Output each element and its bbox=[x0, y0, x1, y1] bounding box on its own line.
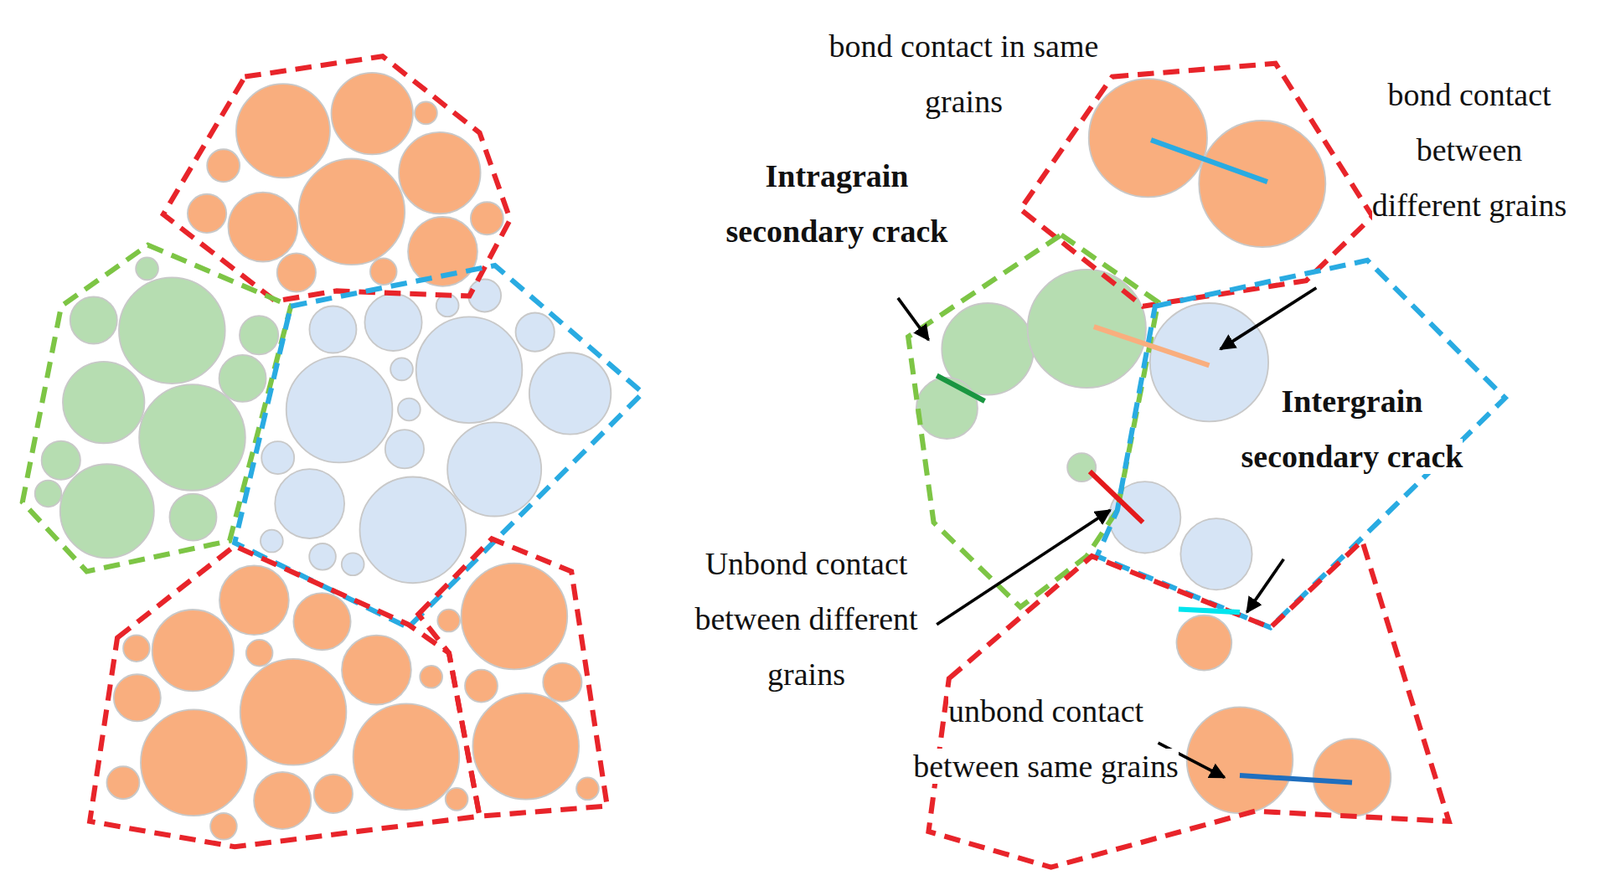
particle bbox=[35, 480, 62, 508]
particle bbox=[286, 356, 393, 464]
grain-outline bbox=[908, 234, 1158, 608]
particle bbox=[529, 352, 611, 434]
particle bbox=[314, 774, 353, 814]
particle bbox=[576, 777, 599, 800]
particle bbox=[385, 429, 424, 469]
particle bbox=[236, 83, 331, 178]
particle bbox=[1027, 269, 1146, 388]
particle bbox=[353, 703, 460, 811]
particle bbox=[364, 294, 422, 351]
particle bbox=[123, 634, 150, 662]
callout-text: Intragrain secondary crack bbox=[726, 158, 949, 249]
callout-label: bond contact between different grains bbox=[1362, 67, 1577, 233]
contact-line bbox=[1089, 471, 1143, 523]
callout-text: Unbond contact between different grains bbox=[694, 546, 918, 692]
particle bbox=[227, 192, 298, 263]
particle bbox=[1180, 518, 1252, 590]
particle bbox=[398, 132, 480, 214]
callout-text: bond contact in same grains bbox=[829, 28, 1100, 119]
particle bbox=[1198, 120, 1326, 248]
callout-label: bond contact in same grains bbox=[810, 18, 1117, 130]
callout-label: Unbond contact between different grains bbox=[653, 536, 960, 702]
particle bbox=[210, 813, 238, 841]
particle bbox=[464, 670, 498, 703]
particle bbox=[414, 101, 438, 124]
particle bbox=[293, 593, 351, 651]
particle bbox=[206, 149, 240, 182]
particle bbox=[309, 543, 336, 571]
particle bbox=[274, 469, 345, 539]
leader-arrow bbox=[936, 510, 1110, 625]
leader-arrow bbox=[1220, 288, 1317, 350]
particle bbox=[140, 709, 248, 816]
particle bbox=[416, 316, 523, 424]
grain-outline bbox=[418, 538, 607, 816]
particle bbox=[106, 766, 140, 800]
particle bbox=[113, 674, 161, 722]
contact-line bbox=[936, 376, 985, 402]
particle bbox=[516, 312, 555, 351]
particle bbox=[468, 278, 501, 312]
particle bbox=[239, 315, 279, 355]
particle bbox=[219, 565, 290, 635]
particle bbox=[62, 361, 145, 444]
particle bbox=[437, 609, 460, 633]
particle bbox=[461, 563, 568, 671]
particle bbox=[240, 659, 347, 766]
particle bbox=[139, 384, 246, 491]
callout-text: Intergrain secondary crack bbox=[1241, 383, 1464, 475]
callout-label: Intergrain secondary crack bbox=[1234, 373, 1470, 485]
particle bbox=[542, 663, 582, 702]
particle bbox=[916, 377, 978, 439]
contact-line bbox=[1150, 139, 1268, 182]
grain-outline bbox=[22, 245, 291, 573]
grain-outline bbox=[89, 546, 480, 847]
particle bbox=[60, 464, 155, 558]
particle bbox=[341, 552, 365, 576]
contact-line bbox=[1094, 326, 1210, 366]
callout-label: Intragrain secondary crack bbox=[719, 148, 955, 259]
particle bbox=[470, 201, 504, 235]
particle bbox=[370, 258, 398, 285]
particle bbox=[397, 398, 421, 422]
particle bbox=[277, 252, 316, 292]
particle bbox=[187, 194, 227, 233]
particle bbox=[360, 477, 467, 584]
particle bbox=[260, 530, 284, 553]
particle bbox=[118, 277, 226, 384]
particle bbox=[447, 422, 542, 517]
particle bbox=[135, 257, 159, 280]
particle bbox=[261, 441, 295, 475]
grain-outline bbox=[163, 56, 511, 301]
particle bbox=[1067, 453, 1096, 482]
particle bbox=[390, 357, 413, 381]
leader-arrow bbox=[898, 298, 930, 341]
contact-line bbox=[1239, 775, 1353, 784]
callout-text: unbond contact between same grains bbox=[913, 693, 1179, 785]
particle bbox=[331, 72, 413, 155]
particle bbox=[1150, 303, 1269, 422]
particle bbox=[341, 635, 412, 706]
particle bbox=[41, 441, 81, 480]
particle bbox=[152, 609, 234, 692]
particle bbox=[309, 305, 357, 353]
particle bbox=[1187, 707, 1294, 814]
particle bbox=[246, 640, 274, 667]
grain-outline bbox=[1096, 260, 1505, 629]
particle bbox=[419, 665, 443, 689]
leader-arrow bbox=[1247, 559, 1285, 613]
particle bbox=[253, 772, 311, 830]
callout-label: unbond contact between same grains bbox=[898, 683, 1194, 795]
particle bbox=[70, 296, 118, 344]
particle bbox=[169, 494, 217, 542]
particle bbox=[1089, 78, 1208, 197]
particle bbox=[299, 159, 406, 266]
particle bbox=[472, 693, 579, 800]
contact-line bbox=[1178, 609, 1240, 613]
particle bbox=[219, 355, 267, 403]
particle bbox=[445, 788, 469, 811]
particle bbox=[1313, 738, 1392, 817]
particle bbox=[1176, 615, 1232, 671]
callout-text: bond contact between different grains bbox=[1372, 77, 1568, 223]
